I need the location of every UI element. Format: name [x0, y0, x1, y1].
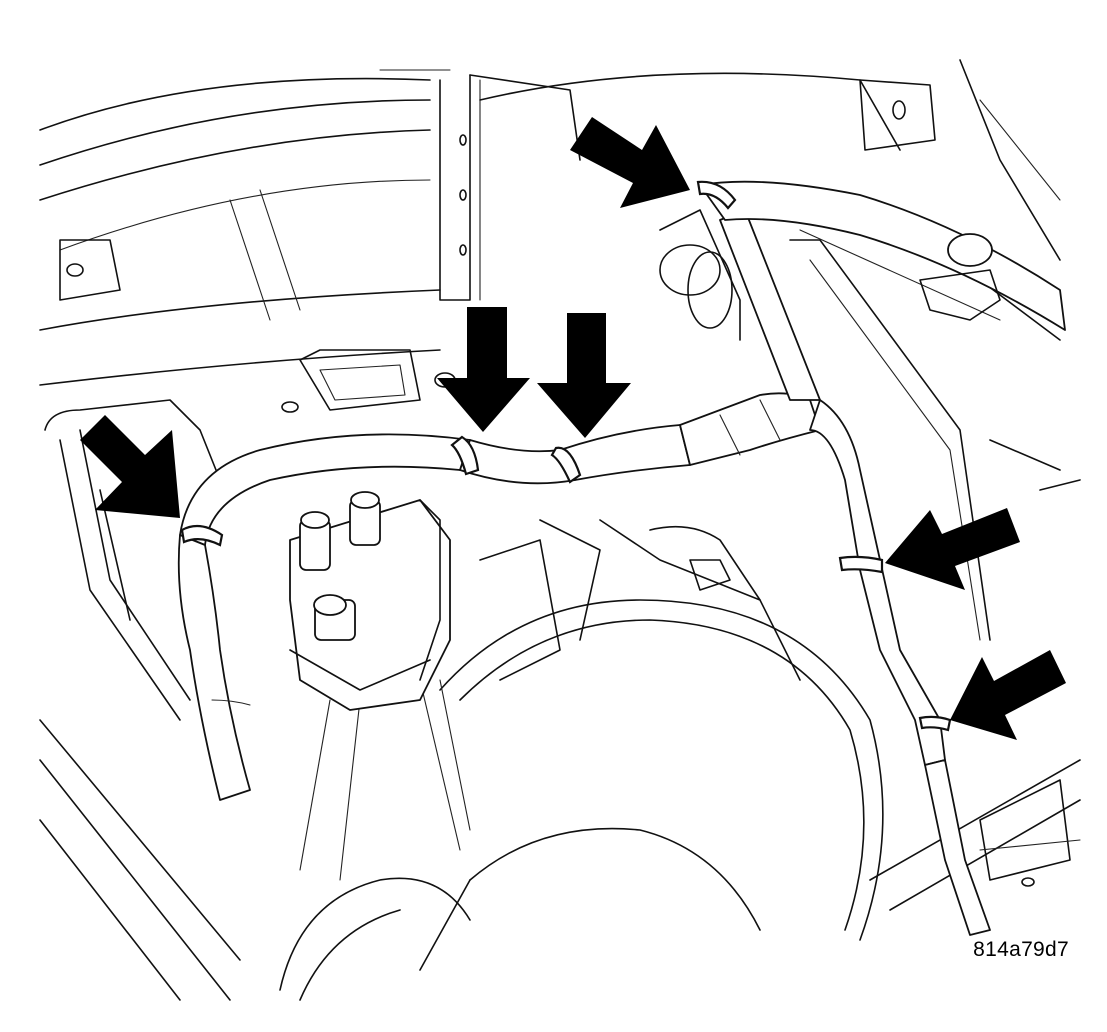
callout-arrows — [80, 117, 1066, 740]
left-apron — [39, 399, 241, 1001]
arrow-clamp-top-right — [570, 117, 690, 208]
clamp-left — [180, 524, 224, 547]
hose-clamps — [180, 180, 952, 732]
clamp-center-right — [550, 446, 582, 484]
lower-compartment — [279, 519, 1081, 1001]
clamp-top-right — [696, 180, 737, 210]
vacuum-hoses — [177, 180, 1066, 936]
figure-id-label: 814a79d7 — [973, 938, 1069, 961]
clamp-right-middle — [838, 555, 884, 574]
arrow-clamp-center-left — [437, 307, 530, 432]
arrow-clamp-center-right — [537, 313, 631, 438]
vacuum-solenoid-assembly — [289, 491, 451, 711]
arrow-clamp-right-lower — [950, 650, 1066, 740]
body-panels — [39, 69, 581, 386]
arrow-clamp-left — [80, 415, 180, 518]
clamp-right-lower — [918, 715, 952, 732]
arrow-clamp-right-middle — [885, 508, 1020, 590]
clamp-center-left — [450, 435, 480, 476]
